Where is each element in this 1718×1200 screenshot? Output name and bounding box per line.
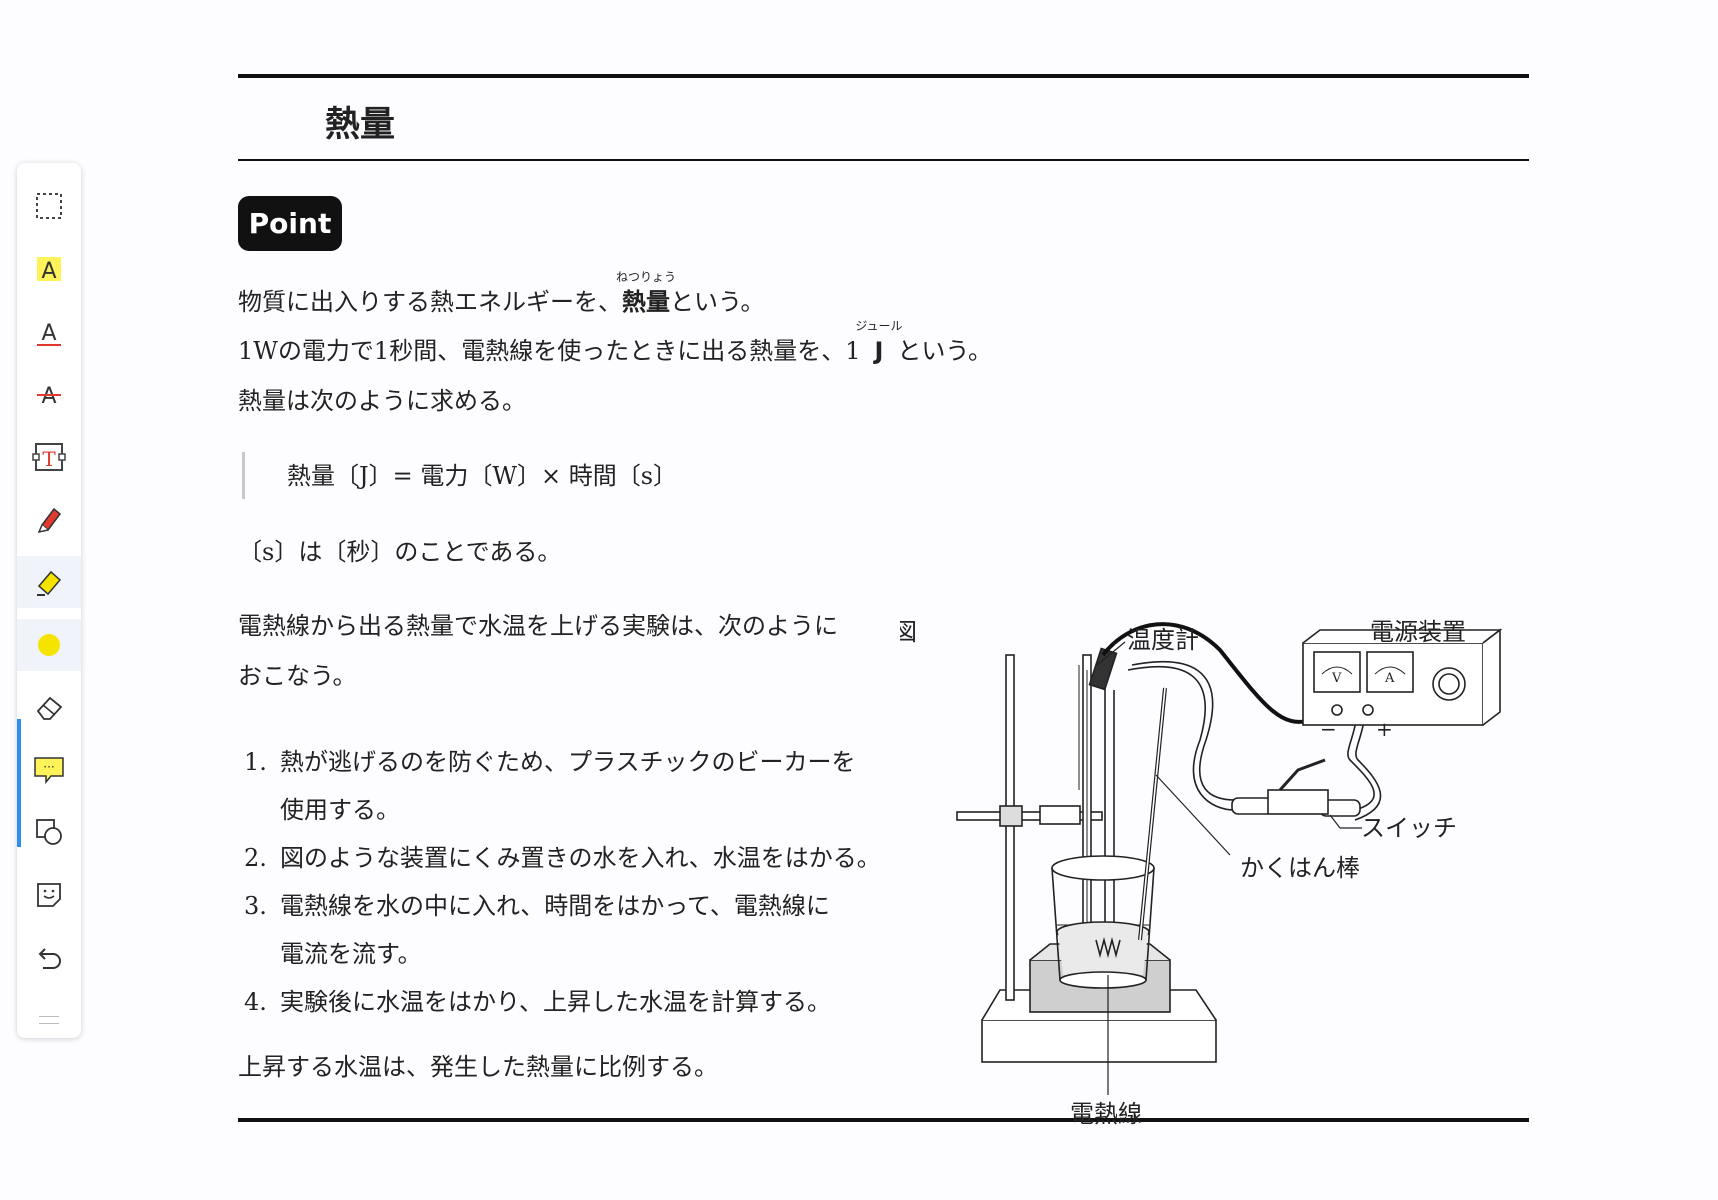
term-heat-ruby: ねつりょう — [615, 270, 677, 284]
stand-rod — [1005, 654, 1015, 1001]
comment-tool[interactable]: ··· — [17, 744, 81, 796]
step-item: 1. 熱が逃げるのを防ぐため、プラスチックのビーカーを 使用する。 — [244, 748, 856, 824]
highlighter-tool[interactable] — [17, 556, 81, 608]
eraser-icon — [36, 696, 63, 720]
label-heating-wire: 電熱線 — [1070, 1100, 1142, 1128]
undo-icon — [38, 948, 61, 969]
highlight-text-icon: A — [37, 257, 61, 284]
top-rule — [238, 74, 1529, 78]
title-rule — [238, 159, 1529, 161]
text-box-tool[interactable]: T — [17, 431, 81, 483]
annotation-toolbar: A A A T — [17, 163, 81, 1038]
stand-base — [981, 1019, 1217, 1063]
unit-joule-ruby: ジュール — [855, 319, 903, 333]
toolbar-grip[interactable] — [39, 1016, 59, 1024]
eraser-tool[interactable] — [17, 681, 81, 733]
text-box-icon: T — [32, 443, 66, 471]
figure-label: 図 — [900, 618, 917, 646]
label-switch: スイッチ — [1361, 814, 1457, 842]
label-power-supply: 電源装置 — [1370, 618, 1466, 646]
sticker-tool[interactable] — [17, 869, 81, 921]
underline-text-icon: A — [37, 321, 61, 346]
svg-text:A: A — [41, 321, 56, 346]
voltmeter-label: V — [1331, 671, 1342, 686]
select-area-icon — [36, 193, 62, 219]
paragraph-definition: 物質に出入りする熱エネルギーを、熱量ねつりょうという。 — [238, 270, 765, 316]
pen-icon — [37, 507, 62, 534]
sticker-icon — [37, 883, 61, 907]
experiment-steps: 1. 熱が逃げるのを防ぐため、プラスチックのビーカーを 使用する。 2. 図のよ… — [244, 738, 881, 1026]
color-dot-icon — [38, 634, 60, 656]
terminal-minus: − — [1320, 717, 1337, 741]
underline-text-tool[interactable]: A — [17, 306, 81, 358]
label-thermometer: 温度計 — [1127, 626, 1199, 654]
step-item: 2. 図のような装置にくみ置きの水を入れ、水温をはかる。 — [244, 844, 881, 872]
pen-tool[interactable] — [17, 493, 81, 545]
terminal-plus: + — [1376, 717, 1393, 741]
step-item: 4. 実験後に水温をはかり、上昇した水温を計算する。 — [244, 988, 832, 1016]
unit-note: 〔s〕は〔秒〕のことである。 — [238, 538, 562, 566]
ammeter-label: A — [1384, 671, 1395, 686]
step-item: 3. 電熱線を水の中に入れ、時間をはかって、電熱線に 電流を流す。 — [244, 892, 830, 968]
svg-text:T: T — [42, 447, 56, 471]
shapes-tool[interactable] — [17, 806, 81, 858]
highlighter-color[interactable] — [17, 619, 81, 671]
highlighter-icon — [37, 570, 62, 596]
bottom-rule — [238, 1118, 1529, 1122]
undo-tool[interactable] — [17, 932, 81, 984]
highlight-text-tool[interactable]: A — [17, 243, 81, 295]
experiment-intro-line1: 電熱線から出る熱量で水温を上げる実験は、次のように — [238, 612, 838, 640]
paragraph-formula-intro: 熱量は次のように求める。 — [238, 387, 526, 415]
comment-icon: ··· — [34, 757, 64, 785]
formula-bar — [242, 452, 245, 499]
strikethrough-text-tool[interactable]: A — [17, 368, 81, 420]
experiment-intro-line2: おこなう。 — [238, 662, 357, 690]
strikethrough-text-icon: A — [37, 384, 61, 409]
label-stirring-rod: かくはん棒 — [1240, 854, 1360, 882]
experiment-figure: 図 温度計 電源装置 スイッチ かくはん棒 電熱線 V A − + — [900, 618, 1503, 1128]
svg-text:···: ··· — [43, 760, 54, 774]
shapes-icon — [36, 819, 62, 845]
svg-text:A: A — [41, 259, 56, 284]
heat-formula: 熱量〔J〕= 電力〔W〕× 時間〔s〕 — [287, 462, 678, 490]
section-title: 熱量 — [325, 105, 396, 145]
term-heat: 熱量ねつりょう — [615, 270, 677, 316]
conclusion: 上昇する水温は、発生した熱量に比例する。 — [238, 1053, 718, 1081]
select-area-tool[interactable] — [17, 180, 81, 232]
svg-text:A: A — [41, 384, 56, 409]
point-badge: Point — [238, 196, 342, 251]
active-tool-indicator — [17, 719, 21, 847]
